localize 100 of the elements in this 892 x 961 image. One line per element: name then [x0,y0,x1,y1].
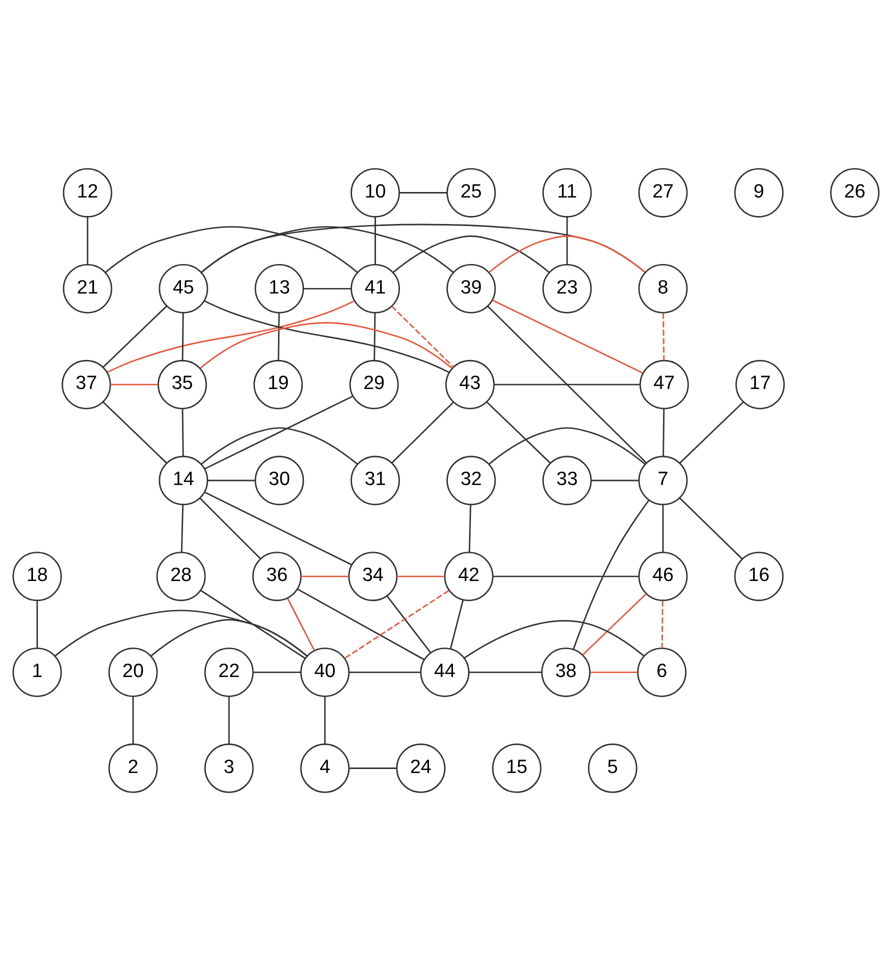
connector [374,312,376,361]
node-circle: 31 [350,456,400,506]
connector [102,402,168,464]
connector [591,480,639,482]
connector [582,593,647,656]
node-circle: 24 [396,744,446,793]
connector [468,672,542,674]
connector [488,235,646,273]
connector [486,402,551,464]
node-circle: 9 [734,168,784,218]
connector [324,696,326,744]
connector [204,492,352,566]
connector [566,217,568,265]
node-circle: 35 [158,360,207,410]
connector [450,600,464,649]
node-circle: 1 [12,648,62,698]
node-circle: 45 [158,264,208,314]
connector [386,596,432,654]
connector [297,588,424,660]
node-circle: 25 [446,168,496,218]
node-circle: 34 [348,552,398,602]
node-circle: 47 [640,360,689,410]
node-circle: 42 [444,552,494,602]
connector [204,396,354,470]
connector [487,306,647,464]
node-circle: 28 [156,552,206,602]
connector [200,427,358,465]
node-circle: 32 [446,456,496,506]
node-circle: 20 [108,648,158,698]
node-circle: 21 [62,264,112,314]
connector [590,672,638,674]
connector [303,288,352,290]
node-circle: 10 [350,168,400,218]
connector [662,504,664,552]
connector [54,610,308,656]
connector [662,312,665,361]
connector [492,300,644,374]
connector [278,312,280,361]
connector [132,696,134,744]
connector [396,576,445,578]
connector [182,408,184,456]
connector [348,768,397,769]
connector [679,497,743,560]
connector [286,598,315,651]
node-circle: 22 [204,648,254,698]
node-circle: 29 [349,360,399,410]
connector [107,300,354,373]
node-circle: 33 [542,456,592,506]
connector [150,619,308,656]
connector [493,576,639,578]
connector [207,480,256,482]
node-circle: 43 [445,360,495,410]
node-circle: 18 [12,552,62,602]
node-circle: 11 [542,168,592,218]
node-circle: 27 [638,168,688,218]
connector [661,600,664,648]
connector [464,620,644,658]
node-circle: 41 [350,264,400,314]
connector [349,672,421,674]
node-circle: 3 [204,744,254,793]
connector [488,427,646,465]
connector [392,235,550,273]
node-circle: 39 [446,264,496,314]
node-circle: 5 [588,744,638,793]
node-circle: 23 [542,264,592,314]
connector [468,504,472,552]
node-circle: 8 [638,264,688,314]
node-circle: 15 [492,744,542,793]
node-circle: 2 [108,744,158,793]
connector [110,384,158,386]
connector [399,192,447,194]
node-circle: 16 [734,552,784,602]
node-circle: 17 [735,360,785,410]
node-circle: 14 [158,456,208,506]
connector [200,590,306,659]
connector [662,408,665,456]
connector [391,306,454,368]
node-circle: 13 [254,264,304,314]
connector [679,402,744,464]
connector [228,696,230,744]
connector [494,384,640,386]
node-circle: 6 [637,648,686,698]
connector [391,402,454,464]
connector [182,312,184,361]
connector [252,672,301,674]
connector [204,300,450,373]
connector [180,504,184,552]
connector [105,226,358,273]
node-circle: 46 [638,552,688,602]
node-circle: 12 [62,168,112,218]
connector [200,322,452,369]
node-circle: 19 [253,360,303,410]
connector [374,217,376,265]
node-circle: 7 [638,456,688,506]
node-circle: 37 [62,360,112,410]
node-circle: 40 [300,648,350,698]
node-circle: 26 [830,168,880,218]
node-circle: 30 [254,456,304,506]
connector [300,576,349,578]
connector [572,500,650,650]
